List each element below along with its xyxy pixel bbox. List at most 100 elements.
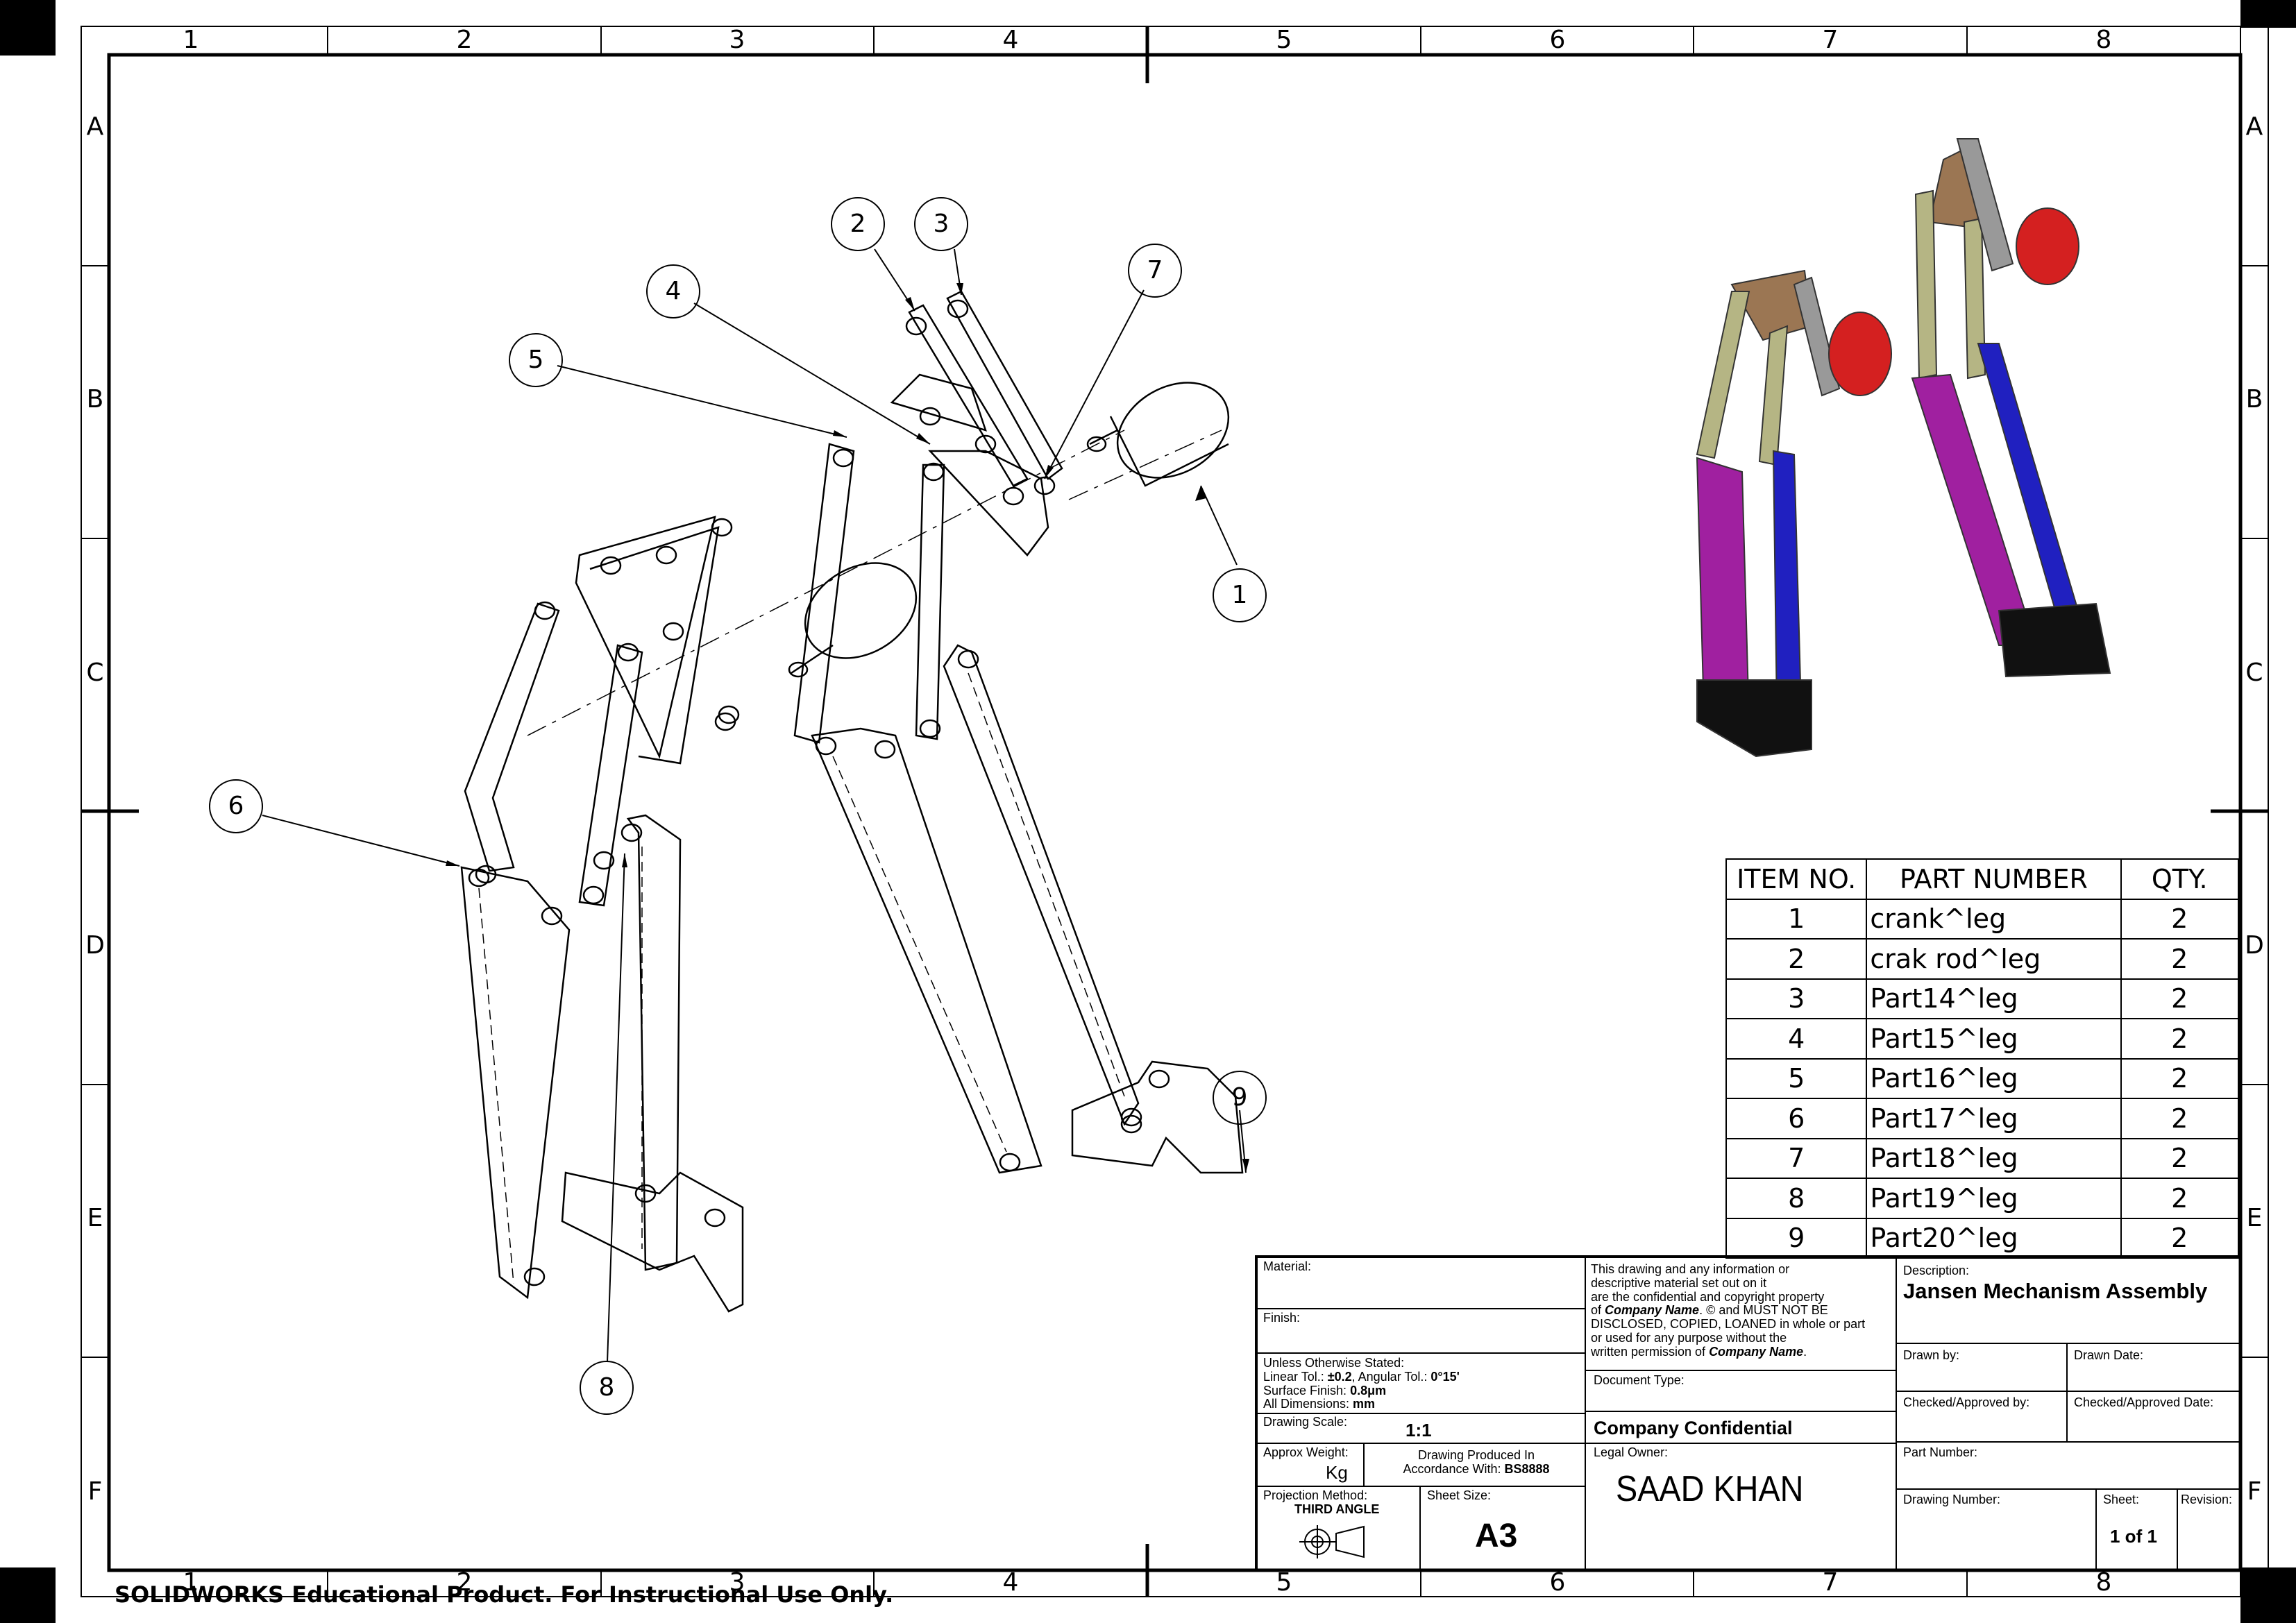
scale-label: Drawing Scale: xyxy=(1263,1415,1348,1429)
part-leg-long-1 xyxy=(811,727,1043,1174)
balloon-leaders xyxy=(262,248,1247,1363)
part-crank xyxy=(1086,382,1230,487)
part-number-label: Part Number: xyxy=(1903,1445,1978,1459)
zone-col-label-top-1: 1 xyxy=(183,26,199,54)
part-foot-upper xyxy=(1071,1060,1244,1174)
document-type-label: Document Type: xyxy=(1594,1373,1685,1387)
description-label: Description: xyxy=(1903,1264,1970,1277)
part-link-7 xyxy=(915,462,945,740)
bom-part: Part19^leg xyxy=(1866,1178,2122,1219)
assembly-render-left xyxy=(1696,269,1892,758)
zone-col-label-bottom-1: 1 xyxy=(183,1568,199,1597)
confidential-line: DISCLOSED, COPIED, LOANED in whole or pa… xyxy=(1591,1317,1866,1332)
bom-item: 6 xyxy=(1725,1098,1868,1139)
bom-item: 2 xyxy=(1725,938,1868,980)
zone-col-label-top-6: 6 xyxy=(1549,26,1566,54)
confidential-line: descriptive material set out on it xyxy=(1591,1275,1767,1290)
produced-line1: Drawing Produced In xyxy=(1417,1448,1535,1462)
balloon-1: 1 xyxy=(1231,581,1248,609)
bom-qty: 2 xyxy=(2120,1217,2239,1259)
tolerance-line: Linear Tol.: ±0.2, Angular Tol.: 0°15' xyxy=(1263,1370,1460,1384)
educational-watermark: SOLIDWORKS Educational Product. For Inst… xyxy=(115,1581,894,1608)
part-link-6-upper xyxy=(464,601,560,884)
bom-item: 5 xyxy=(1725,1057,1868,1099)
zone-col-label-bottom-4: 4 xyxy=(1002,1568,1019,1597)
balloon-8: 8 xyxy=(598,1373,615,1402)
bom-part: Part18^leg xyxy=(1866,1137,2122,1179)
exploded-view xyxy=(460,290,1244,1313)
balloon-7: 7 xyxy=(1147,256,1163,284)
bom-part: crank^leg xyxy=(1866,898,2122,940)
company-name: Company Name xyxy=(1605,1303,1700,1318)
bom-qty: 2 xyxy=(2120,1098,2239,1139)
zone-row-label-left-b: B xyxy=(86,385,104,414)
zone-row-label-right-b: B xyxy=(2245,385,2263,414)
bom-qty: 2 xyxy=(2120,1178,2239,1219)
tolerances-note: Unless Otherwise Stated: Linear Tol.: ±0… xyxy=(1263,1356,1460,1411)
bom-qty: 2 xyxy=(2120,898,2239,940)
company-name: Company Name xyxy=(1709,1344,1804,1359)
balloon-arrowheads xyxy=(446,283,1249,1173)
balloon-5: 5 xyxy=(527,346,544,374)
zone-ticks-right xyxy=(2211,265,2268,1358)
zone-row-label-right-c: C xyxy=(2245,658,2263,687)
bom-header-item: ITEM NO. xyxy=(1725,858,1868,900)
zone-col-label-top-2: 2 xyxy=(456,26,473,54)
legal-owner-label: Legal Owner: xyxy=(1594,1445,1669,1459)
zone-row-label-left-d: D xyxy=(85,931,105,960)
corner-mark-tr xyxy=(2240,0,2296,28)
balloon-9: 9 xyxy=(1231,1083,1248,1112)
part-leg-8 xyxy=(621,814,682,1271)
balloon-2: 2 xyxy=(850,210,866,238)
drawing-number-label: Drawing Number: xyxy=(1903,1493,2001,1506)
bom-item: 7 xyxy=(1725,1137,1868,1179)
checked-by-label: Checked/Approved by: xyxy=(1903,1395,2030,1409)
zone-col-label-top-5: 5 xyxy=(1276,26,1292,54)
zone-col-label-bottom-3: 3 xyxy=(729,1568,745,1597)
bom-item: 8 xyxy=(1725,1178,1868,1219)
bom-header-part: PART NUMBER xyxy=(1866,858,2122,900)
company-confidential: Company Confidential xyxy=(1594,1418,1793,1438)
third-angle-projection-icon xyxy=(1299,1525,1365,1558)
zone-ticks-bottom xyxy=(327,1544,1968,1597)
confidential-line: This drawing and any information or xyxy=(1591,1262,1790,1276)
part-triangle-upper xyxy=(890,373,1049,556)
material-label: Material: xyxy=(1263,1259,1312,1273)
sheet-label: Sheet: xyxy=(2103,1493,2140,1506)
description-value: Jansen Mechanism Assembly xyxy=(1903,1279,2208,1303)
scale-value: 1:1 xyxy=(1406,1420,1432,1441)
sheet-size-label: Sheet Size: xyxy=(1427,1488,1492,1502)
corner-mark-bl xyxy=(0,1567,56,1623)
zone-col-label-bottom-7: 7 xyxy=(1822,1568,1839,1597)
dims-label: All Dimensions: xyxy=(1263,1397,1353,1411)
bom-qty: 2 xyxy=(2120,1018,2239,1060)
produced-line2: Accordance With: BS8888 xyxy=(1367,1462,1585,1477)
zone-col-label-bottom-5: 5 xyxy=(1276,1568,1292,1597)
bom-item: 3 xyxy=(1725,978,1868,1019)
zone-col-label-top-3: 3 xyxy=(729,26,745,54)
drawn-date-label: Drawn Date: xyxy=(2074,1348,2144,1362)
projection-label: Projection Method: xyxy=(1263,1488,1368,1502)
confidential-must-not: . © and MUST NOT BE xyxy=(1699,1303,1828,1318)
bom-item: 1 xyxy=(1725,898,1868,940)
zone-col-label-bottom-6: 6 xyxy=(1549,1568,1566,1597)
bom-header-qty: QTY. xyxy=(2120,858,2239,900)
zone-col-label-top-8: 8 xyxy=(2095,26,2112,54)
bom-part: crak rod^leg xyxy=(1866,938,2122,980)
sheet-value: 1 of 1 xyxy=(2110,1526,2157,1547)
part-link-5 xyxy=(793,443,855,744)
bom-qty: 2 xyxy=(2120,1057,2239,1099)
produced-in: Drawing Produced In Accordance With: BS8… xyxy=(1367,1448,1585,1477)
linear-tol-value: ±0.2 xyxy=(1327,1369,1352,1384)
confidential-period: . xyxy=(1803,1344,1807,1359)
part-triangle-lower xyxy=(575,516,740,765)
bom-qty: 2 xyxy=(2120,978,2239,1019)
